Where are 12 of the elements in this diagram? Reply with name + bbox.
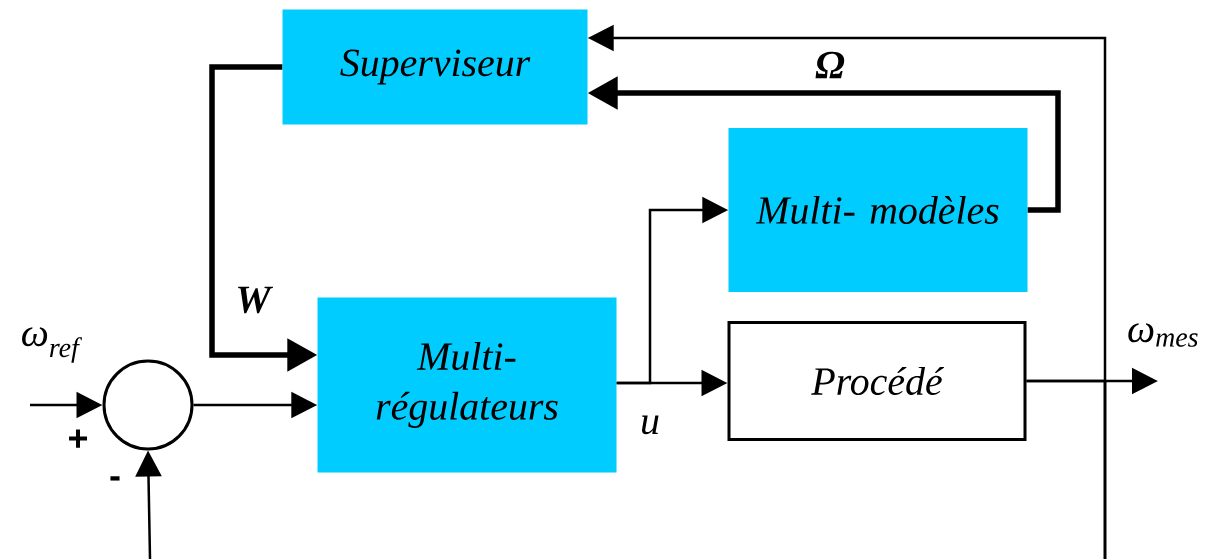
sign-label: -: [110, 476, 120, 481]
edge-label: Ω: [815, 51, 845, 79]
process-box: Superviseur: [282, 9, 588, 125]
process-box: Multi- modèles: [728, 128, 1028, 292]
edge-label: W: [238, 286, 274, 314]
edge-label: ω$_{mes}$: [1128, 323, 1198, 347]
edge-label: ω$_{ref}$: [22, 327, 83, 363]
sign-label: +: [69, 429, 87, 448]
summing-junction: [102, 359, 194, 451]
edge-label: u: [642, 415, 659, 435]
process-box: Procédé: [727, 321, 1027, 441]
process-box: Multi- régulateurs: [317, 297, 617, 473]
